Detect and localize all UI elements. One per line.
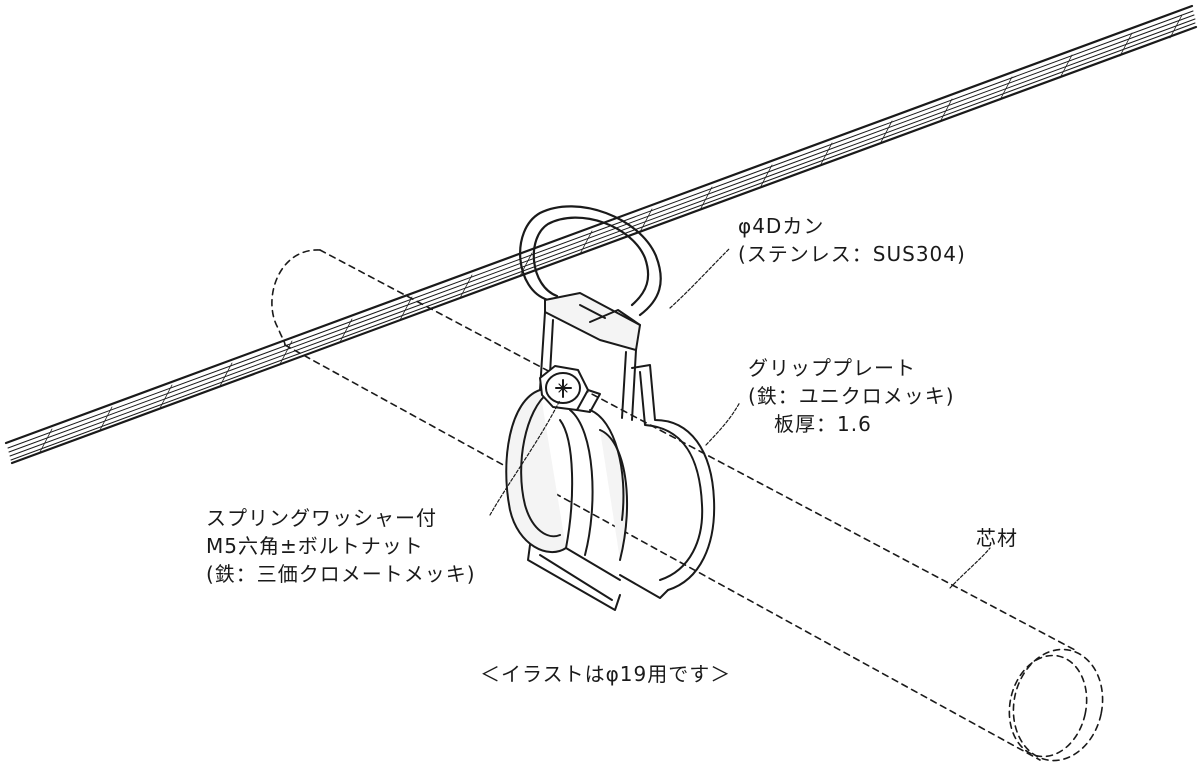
callout-ring-line2: (ステンレス：SUS304) — [738, 242, 966, 266]
messenger-cable — [4, 4, 1198, 465]
callout-bolt-line1: スプリングワッシャー付 — [206, 506, 437, 530]
leader-core — [949, 547, 991, 589]
footnote: ＜イラストはφ19用です＞ — [480, 660, 731, 688]
leader-ring — [669, 247, 731, 309]
grip-plate — [505, 292, 716, 611]
footnote-text: ＜イラストはφ19用です＞ — [480, 662, 732, 686]
callout-bolt-line3: (鉄：三価クロメートメッキ) — [206, 562, 476, 586]
callout-core-line1: 芯材 — [976, 526, 1018, 550]
leader-lines — [489, 247, 991, 589]
callout-plate: グリッププレート (鉄：ユニクロメッキ) 板厚：1.6 — [748, 354, 955, 438]
d-ring — [519, 205, 662, 317]
callout-bolt-line2: M5六角±ボルトナット — [206, 534, 424, 558]
callout-ring-line1: φ4Dカン — [738, 214, 825, 238]
leader-plate — [705, 401, 741, 446]
callout-plate-line3: 板厚：1.6 — [774, 412, 872, 436]
callout-plate-line1: グリッププレート — [748, 356, 916, 380]
leader-bolt — [489, 399, 561, 516]
callout-plate-line2: (鉄：ユニクロメッキ) — [748, 384, 955, 408]
callout-bolt: スプリングワッシャー付 M5六角±ボルトナット (鉄：三価クロメートメッキ) — [206, 504, 476, 588]
callout-core: 芯材 — [976, 524, 1018, 552]
hex-bolt — [539, 365, 601, 413]
callout-ring: φ4Dカン (ステンレス：SUS304) — [738, 212, 966, 268]
